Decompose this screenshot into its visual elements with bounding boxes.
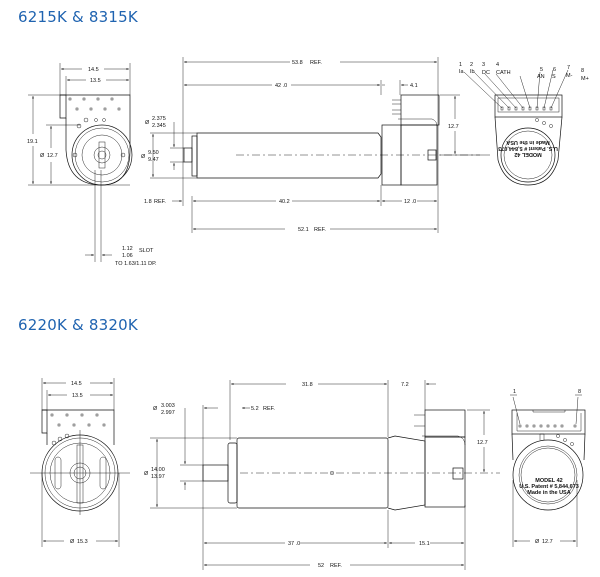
pin-7-label: M- bbox=[566, 73, 573, 79]
ref-label: REF. bbox=[310, 60, 322, 66]
pin-labels: 1 Ia 2 Ib 3 DC 4 CATH 5 AN 6 S 7 M- 8 M+ bbox=[459, 62, 589, 82]
dim-length-31-8: 31.8 bbox=[302, 382, 313, 388]
dim-body-37-0: 37 .0 bbox=[288, 541, 300, 547]
diameter-symbol: Ø bbox=[40, 153, 45, 159]
diameter-symbol: Ø bbox=[145, 120, 150, 126]
dim-boss-max: 14.00 bbox=[151, 467, 165, 473]
dim-5-2: 5.2 bbox=[251, 406, 259, 412]
model-label: MODEL 42 bbox=[535, 478, 562, 484]
origin-label: Made in the USA bbox=[506, 139, 549, 145]
pin-3-label: DC bbox=[482, 70, 490, 76]
side-view-6215k bbox=[150, 57, 490, 233]
dim-overall-52: 52 bbox=[318, 563, 324, 569]
dim-width-13-5: 13.5 bbox=[90, 78, 101, 84]
pin-8-number: 8 bbox=[581, 68, 584, 74]
pin-6-number: 6 bbox=[553, 67, 556, 73]
dim-shaft-min: 2.345 bbox=[152, 123, 166, 129]
model-label: MODEL 42 bbox=[514, 151, 541, 157]
dim-height-12-7: 12.7 bbox=[448, 124, 459, 130]
pin-5-number: 5 bbox=[540, 67, 543, 73]
dim-diameter-12-7: 12.7 bbox=[542, 539, 553, 545]
pin-4-label: CATH bbox=[496, 70, 511, 76]
dim-overall-52-1: 52.1 bbox=[298, 227, 309, 233]
pin-6-label: S bbox=[552, 74, 556, 80]
dim-4-1: 4.1 bbox=[410, 83, 418, 89]
ref-label: REF. bbox=[263, 406, 275, 412]
dim-shaft-min: 2.997 bbox=[161, 410, 175, 416]
connector-view-6215k bbox=[463, 69, 569, 186]
pin-2-number: 2 bbox=[470, 62, 473, 68]
pin-2-label: Ib bbox=[470, 69, 475, 75]
diameter-symbol: Ø bbox=[70, 539, 75, 545]
dim-7-2: 7.2 bbox=[401, 382, 409, 388]
dim-height-19-1: 19.1 bbox=[27, 139, 38, 145]
pin-7-number: 7 bbox=[567, 65, 570, 71]
dim-flange-1-8: 1.8 bbox=[144, 199, 152, 205]
dim-length-42-0: 42 .0 bbox=[275, 83, 287, 89]
ref-label: REF. bbox=[154, 199, 166, 205]
section-title-6215k: 6215K & 8315K bbox=[18, 8, 138, 26]
dim-overall-53-8: 53.8 bbox=[292, 60, 303, 66]
pin-1-number: 1 bbox=[459, 62, 462, 68]
dim-body-40-2: 40.2 bbox=[279, 199, 290, 205]
ref-label: REF. bbox=[330, 563, 342, 569]
dim-height-12-7: 12.7 bbox=[477, 440, 488, 446]
dim-boss-max: 9.50 bbox=[148, 150, 159, 156]
side-view-6220k bbox=[150, 380, 500, 570]
dim-diameter-15-3: 15.3 bbox=[77, 539, 88, 545]
front-view-6215k bbox=[28, 63, 133, 262]
diameter-symbol: Ø bbox=[144, 471, 149, 477]
pin-8-label: M+ bbox=[581, 76, 589, 82]
origin-label: Made in the USA bbox=[527, 490, 570, 496]
encoder-label-inverted: MODEL 42 U.S. Patent # 5,844,673 Made in… bbox=[498, 139, 558, 157]
diameter-symbol: Ø bbox=[141, 154, 146, 160]
pin-3-number: 3 bbox=[482, 62, 485, 68]
dim-encoder-12-0: 12 .0 bbox=[404, 199, 416, 205]
connector-view-6220k bbox=[510, 394, 586, 547]
pin-1-number: 1 bbox=[513, 389, 516, 395]
dim-diameter-12-7: 12.7 bbox=[47, 153, 58, 159]
front-view-6220k bbox=[30, 378, 130, 547]
dim-boss-min: 9.47 bbox=[148, 157, 159, 163]
dim-slot-min: 1.06 bbox=[122, 253, 133, 259]
pin-8-number: 8 bbox=[578, 389, 581, 395]
patent-label: U.S. Patent # 5,844,673 bbox=[519, 484, 579, 490]
dim-width-14-5: 14.5 bbox=[71, 381, 82, 387]
diameter-symbol: Ø bbox=[153, 406, 158, 412]
section-title-6220k: 6220K & 8320K bbox=[18, 316, 138, 334]
ref-label: REF. bbox=[314, 227, 326, 233]
dim-slot-max: 1.12 bbox=[122, 246, 133, 252]
diameter-symbol: Ø bbox=[535, 539, 540, 545]
dim-width-14-5: 14.5 bbox=[88, 67, 99, 73]
pin-1-label: Ia bbox=[459, 69, 465, 75]
pin-5-label: AN bbox=[537, 74, 545, 80]
dim-encoder-15-1: 15.1 bbox=[419, 541, 430, 547]
slot-depth: TO 1.63/1.11 DP. bbox=[115, 261, 157, 267]
dim-width-13-5: 13.5 bbox=[72, 393, 83, 399]
slot-label: SLOT bbox=[139, 248, 154, 254]
dim-boss-min: 13.97 bbox=[151, 474, 165, 480]
patent-label: U.S. Patent # 5,844,673 bbox=[498, 145, 558, 151]
pin-4-number: 4 bbox=[496, 62, 499, 68]
dim-shaft-max: 3.003 bbox=[161, 403, 175, 409]
dim-shaft-max: 2.375 bbox=[152, 116, 166, 122]
